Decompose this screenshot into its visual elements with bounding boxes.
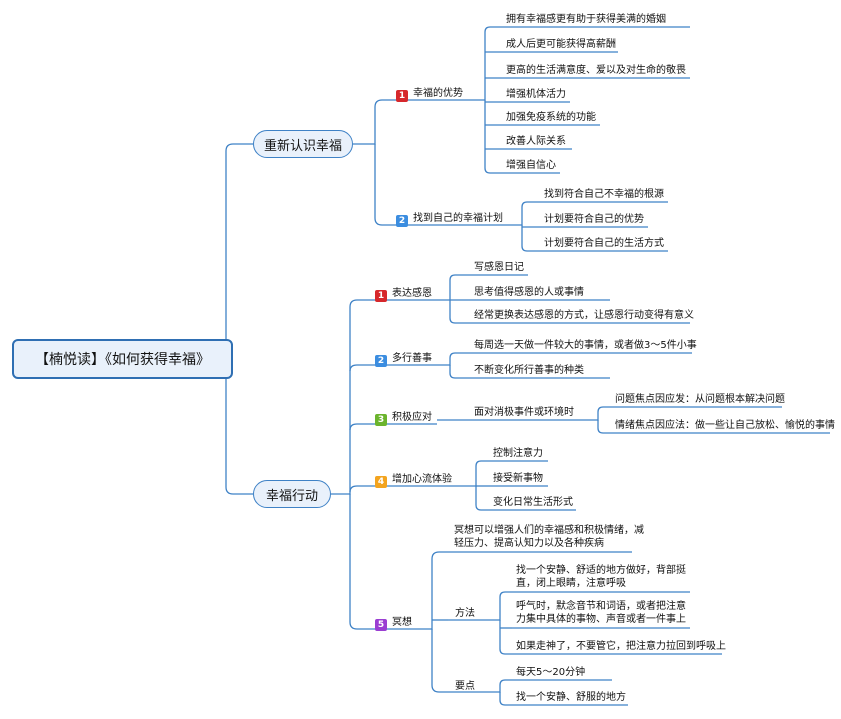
meditation-method-label[interactable]: 方法	[455, 608, 475, 619]
leaf-item[interactable]: 计划要符合自己的优势	[544, 214, 644, 225]
leaf-item[interactable]: 增强机体活力	[506, 89, 566, 100]
leaf-item[interactable]: 如果走神了，不要管它，把注意力拉回到呼吸上	[516, 641, 726, 652]
leaf-item[interactable]: 改善人际关系	[506, 136, 566, 147]
subtopic-express-gratitude[interactable]: 1 表达感恩	[375, 287, 432, 302]
leaf-item[interactable]: 更高的生活满意度、爱以及对生命的敬畏	[506, 65, 686, 76]
leaf-item[interactable]: 不断变化所行善事的种类	[474, 365, 584, 376]
branch-happiness-action[interactable]: 幸福行动	[253, 480, 331, 508]
number-badge-3: 3	[375, 414, 387, 426]
subtopic-label: 积极应对	[392, 412, 432, 423]
subtopic-meditation[interactable]: 5 冥想	[375, 616, 412, 631]
leaf-item[interactable]: 情绪焦点因应法：做一些让自己放松、愉悦的事情	[615, 420, 835, 431]
coping-condition[interactable]: 面对消极事件或环境时	[474, 407, 574, 418]
leaf-item[interactable]: 加强免疫系统的功能	[506, 112, 596, 123]
subtopic-label: 幸福的优势	[413, 88, 463, 99]
subtopic-find-happiness-plan[interactable]: 2 找到自己的幸福计划	[396, 212, 503, 227]
subtopic-label: 多行善事	[392, 353, 432, 364]
leaf-item[interactable]: 找一个安静、舒适的地方做好，背部挺直，闭上眼睛，注意呼吸	[516, 565, 686, 589]
leaf-item[interactable]: 计划要符合自己的生活方式	[544, 238, 664, 249]
number-badge-1: 1	[396, 90, 408, 102]
root-topic[interactable]: 【楠悦读】《如何获得幸福》	[12, 339, 233, 379]
subtopic-positive-coping[interactable]: 3 积极应对	[375, 411, 432, 426]
leaf-item[interactable]: 拥有幸福感更有助于获得美满的婚姻	[506, 14, 666, 25]
leaf-item[interactable]: 控制注意力	[493, 448, 543, 459]
leaf-item[interactable]: 写感恩日记	[474, 262, 524, 273]
number-badge-2: 2	[396, 215, 408, 227]
leaf-item[interactable]: 经常更换表达感恩的方式，让感恩行动变得有意义	[474, 310, 694, 321]
leaf-item[interactable]: 变化日常生活形式	[493, 497, 573, 508]
subtopic-label: 增加心流体验	[392, 474, 452, 485]
leaf-item[interactable]: 接受新事物	[493, 473, 543, 484]
leaf-item[interactable]: 增强自信心	[506, 160, 556, 171]
leaf-item[interactable]: 每天5～20分钟	[516, 667, 586, 678]
leaf-item[interactable]: 思考值得感恩的人或事情	[474, 287, 584, 298]
meditation-intro[interactable]: 冥想可以增强人们的幸福感和积极情绪，减轻压力、提高认知力以及各种疾病	[454, 525, 644, 549]
leaf-item[interactable]: 问题焦点因应发：从问题根本解决问题	[615, 394, 785, 405]
number-badge-1: 1	[375, 290, 387, 302]
leaf-item[interactable]: 成人后更可能获得高薪酬	[506, 39, 616, 50]
number-badge-4: 4	[375, 476, 387, 488]
leaf-item[interactable]: 每周选一天做一件较大的事情，或者做3～5件小事	[474, 340, 697, 351]
meditation-keypoints-label[interactable]: 要点	[455, 681, 475, 692]
subtopic-flow-experience[interactable]: 4 增加心流体验	[375, 473, 452, 488]
subtopic-do-good-deeds[interactable]: 2 多行善事	[375, 352, 432, 367]
leaf-item[interactable]: 找到符合自己不幸福的根源	[544, 189, 664, 200]
subtopic-happiness-advantages[interactable]: 1 幸福的优势	[396, 87, 463, 102]
number-badge-2: 2	[375, 355, 387, 367]
number-badge-5: 5	[375, 619, 387, 631]
subtopic-label: 找到自己的幸福计划	[413, 213, 503, 224]
leaf-item[interactable]: 呼气时，默念音节和词语，或者把注意力集中具体的事物、声音或者一件事上	[516, 601, 686, 625]
branch-rethink-happiness[interactable]: 重新认识幸福	[253, 130, 353, 158]
leaf-item[interactable]: 找一个安静、舒服的地方	[516, 692, 626, 703]
subtopic-label: 冥想	[392, 617, 412, 628]
subtopic-label: 表达感恩	[392, 288, 432, 299]
